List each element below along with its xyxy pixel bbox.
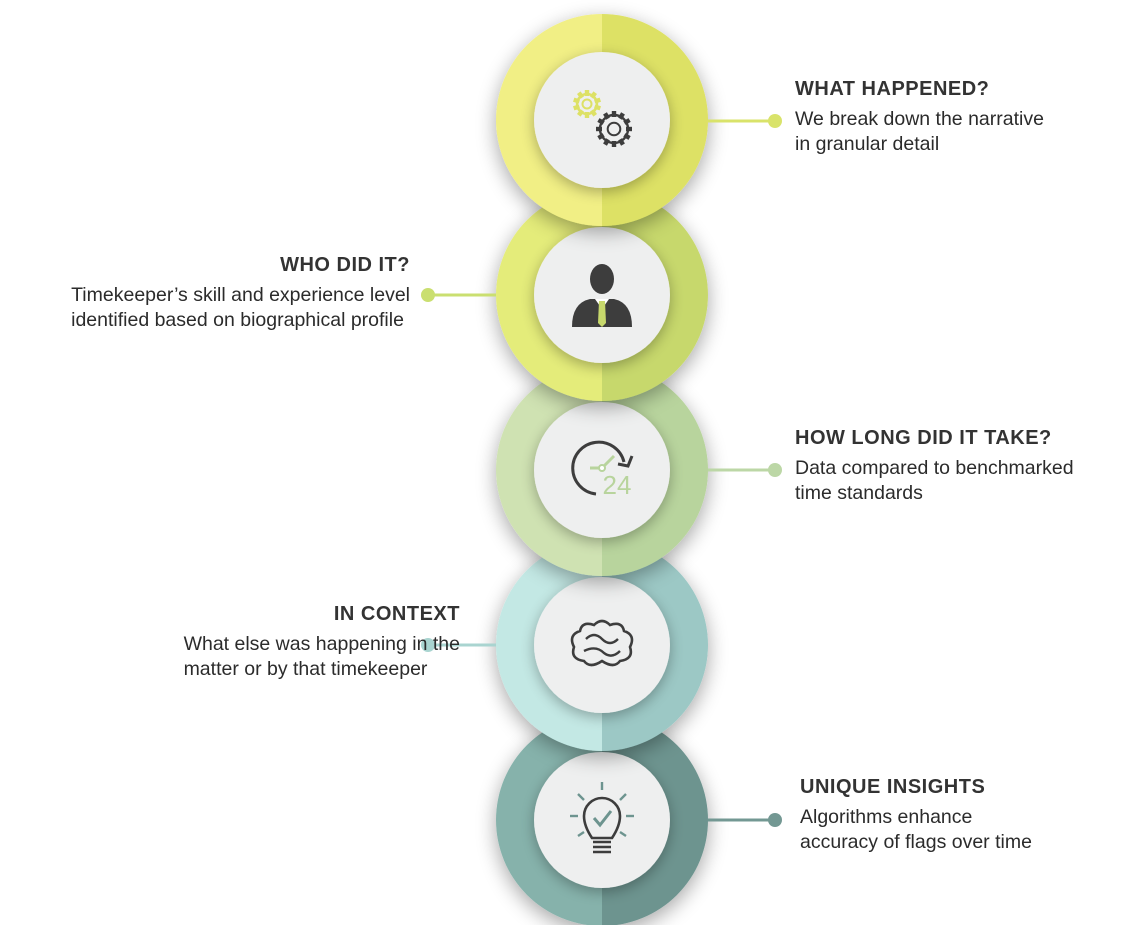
connector-dot [421,288,435,302]
gears-icon [573,90,632,147]
step-ring-5 [496,714,708,925]
step-title: IN CONTEXT [333,603,460,625]
businessman-icon [572,264,632,327]
clock-24-icon: 24 [571,440,634,500]
step-description-line: Algorithms enhance [800,806,973,828]
connector-4 [421,638,496,652]
step-description: Data compared to benchmarked time standar… [795,456,1141,506]
step-label-4: IN CONTEXT What else was happening in the… [50,603,460,682]
connector-dot [768,463,782,477]
step-label-2: WHO DID IT? Timekeeper’s skill and experi… [0,254,410,333]
ring-inner-disc [534,227,670,363]
ring-inner-disc [534,752,670,888]
step-ring-4 [496,539,708,751]
connector-1 [708,114,782,128]
brain-icon [570,619,634,667]
step-ring-1 [496,14,708,226]
step-label-3: HOW LONG DID IT TAKE? Data compared to be… [795,427,1141,506]
step-description-line: identified based on biographical profile [71,309,404,331]
step-ring-3: 24 [496,364,708,576]
connector-2 [421,288,496,302]
clock-24-label: 24 [603,470,632,500]
step-description-line: accuracy of flags over time [800,831,1032,853]
step-label-1: WHAT HAPPENED? We break down the narrativ… [795,78,1141,157]
step-description: What else was happening in the matter or … [184,632,460,682]
step-description-line: matter or by that timekeeper [183,658,428,680]
step-description-line: Timekeeper’s skill and experience level [71,284,410,306]
step-title: HOW LONG DID IT TAKE? [795,427,1052,449]
step-label-5: UNIQUE INSIGHTS Algorithms enhance accurac… [800,776,1141,855]
step-title: WHO DID IT? [280,254,410,276]
ring-stack: 24 [496,14,708,925]
ring-inner-disc [534,577,670,713]
step-description: Timekeeper’s skill and experience level i… [71,283,410,333]
step-title: WHAT HAPPENED? [795,78,990,100]
step-description: Algorithms enhance accuracy of flags over… [800,805,1141,855]
step-description: We break down the narrative in granular d… [795,107,1141,157]
step-description-line: in granular detail [795,133,940,155]
connector-dot [768,114,782,128]
connector-dot [768,813,782,827]
connector-5 [708,813,782,827]
step-description-line: time standards [795,482,923,504]
step-description-line: We break down the narrative [795,108,1044,130]
connector-3 [708,463,782,477]
connector-dot [421,638,435,652]
step-title: UNIQUE INSIGHTS [800,776,986,798]
lightbulb-check-icon [570,782,634,854]
step-description-line: What else was happening in the [183,633,460,655]
step-ring-2 [496,189,708,401]
step-description-line: Data compared to benchmarked [795,457,1074,479]
